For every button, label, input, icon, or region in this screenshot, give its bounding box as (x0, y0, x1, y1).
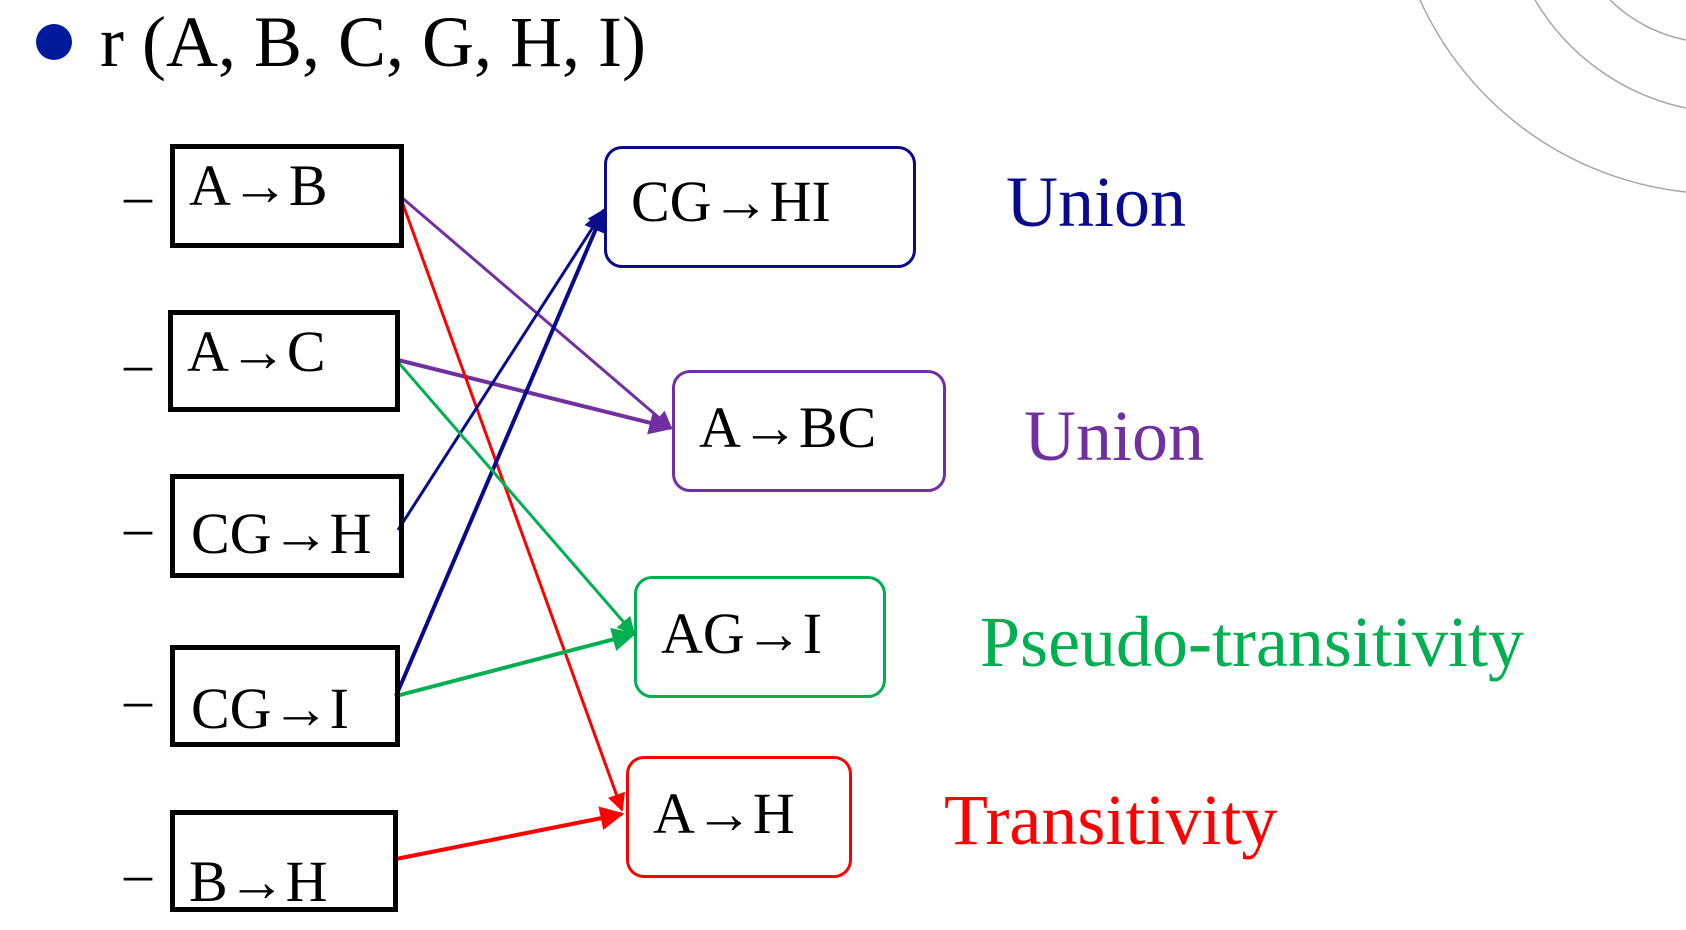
derived-box-a-h: A→H (626, 756, 852, 878)
derived-fd-label: AG→I (661, 601, 823, 666)
list-dash: – (124, 165, 152, 227)
arrow-ab-to-abc (399, 194, 673, 430)
derived-fd-label: A→H (653, 781, 795, 846)
decorative-arcs (1419, 0, 1686, 193)
rule-label-union: Union (1024, 396, 1204, 476)
fd-box-a-b: A→B (170, 144, 404, 248)
derived-fd-label: A→BC (699, 395, 877, 460)
fd-box-cg-i: CG→I (170, 645, 400, 747)
list-dash: – (124, 669, 152, 731)
arrow-ac-to-agi (396, 361, 636, 636)
bullet-icon (36, 24, 72, 60)
arrow-ac-to-abc (397, 358, 674, 435)
list-dash: – (124, 333, 152, 395)
list-dash: – (124, 497, 152, 559)
rule-label-transitivity: Transitivity (944, 780, 1278, 860)
fd-label: CG→I (191, 676, 349, 741)
relation-schema: r (A, B, C, G, H, I) (100, 2, 646, 82)
fd-label: A→B (189, 153, 328, 218)
fd-label: A→C (187, 319, 326, 384)
fd-box-cg-h: CG→H (170, 474, 404, 578)
arrow-cgi-to-cghi (394, 207, 607, 697)
list-dash: – (124, 843, 152, 905)
derived-box-a-bc: A→BC (672, 370, 946, 492)
fd-box-a-c: A→C (168, 310, 400, 412)
fd-label: CG→H (191, 501, 372, 566)
arrow-ab-to-ah (398, 195, 625, 812)
fd-label: B→H (189, 849, 328, 914)
arrow-cgh-to-cghi (396, 208, 606, 531)
rule-label-pseudo-transitivity: Pseudo-transitivity (980, 602, 1524, 682)
fd-box-b-h: B→H (170, 810, 398, 912)
arrow-cgi-to-agi (395, 627, 637, 698)
derived-fd-label: CG→HI (631, 169, 831, 234)
derived-box-ag-i: AG→I (634, 576, 886, 698)
rule-label-union: Union (1006, 162, 1186, 242)
arrow-bh-to-ah (395, 806, 625, 861)
derived-box-cg-hi: CG→HI (604, 146, 916, 268)
